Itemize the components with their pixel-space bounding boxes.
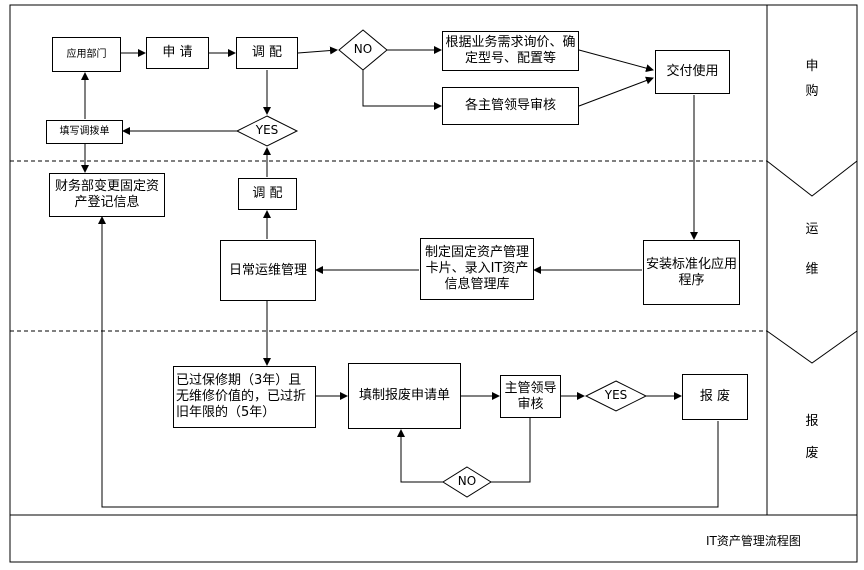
phase-purchase-1: 申 [805, 59, 819, 74]
decision-no-2 [442, 466, 492, 498]
node-finance: 财务部变更固定资产登记信息 [49, 173, 165, 217]
phase-chevron-1 [766, 160, 858, 197]
diagram-caption: IT资产管理流程图 [706, 534, 801, 548]
phase-ops-2: 维 [805, 262, 819, 277]
node-scrap: 报 废 [682, 374, 748, 420]
node-allocate-1: 调 配 [236, 37, 298, 69]
arrow-review-deliver [578, 76, 654, 107]
node-install: 安装标准化应用程序 [643, 240, 740, 305]
phase-ops-1: 运 [805, 222, 819, 237]
phase-purchase-2: 购 [805, 84, 819, 99]
node-dept: 应用部门 [52, 37, 121, 72]
arrow-allocate-no [297, 46, 338, 55]
arrow-supervisor-no [491, 418, 531, 483]
arrow-no-review [362, 70, 442, 110]
node-supervisor: 主管领导审核 [500, 375, 561, 418]
decision-yes-1-label: YES [255, 123, 279, 137]
phase-chevron-2 [766, 330, 858, 364]
node-quote: 根据业务需求询价、确定型号、配置等 [442, 31, 579, 71]
node-expired: 已过保修期（3年）且无维修价值的，已过折旧年限的（5年） [173, 366, 316, 428]
arrow-no-form [397, 429, 443, 483]
decision-yes-2-label: YES [604, 388, 628, 402]
outer-frame [9, 4, 858, 563]
node-allocate-2: 调 配 [238, 178, 297, 210]
node-fill-transfer: 填写调拨单 [46, 120, 123, 144]
node-scrap-form: 填制报废申请单 [348, 363, 461, 429]
decision-no-1-label: NO [353, 42, 373, 56]
node-daily-ops: 日常运维管理 [220, 240, 316, 301]
node-apply: 申 请 [146, 37, 209, 69]
decision-no-2-label: NO [457, 474, 477, 488]
node-deliver: 交付使用 [655, 50, 730, 94]
decision-yes-2 [584, 380, 648, 412]
phase-scrap-1: 报 [805, 414, 819, 429]
phase-scrap-2: 废 [805, 446, 819, 461]
arrow-scrap-finance [98, 216, 719, 508]
decision-yes-1 [235, 115, 299, 147]
node-card: 制定固定资产管理卡片、录入IT资产信息管理库 [420, 238, 534, 300]
arrow-quote-deliver [578, 49, 654, 73]
node-review: 各主管领导审核 [442, 87, 579, 125]
